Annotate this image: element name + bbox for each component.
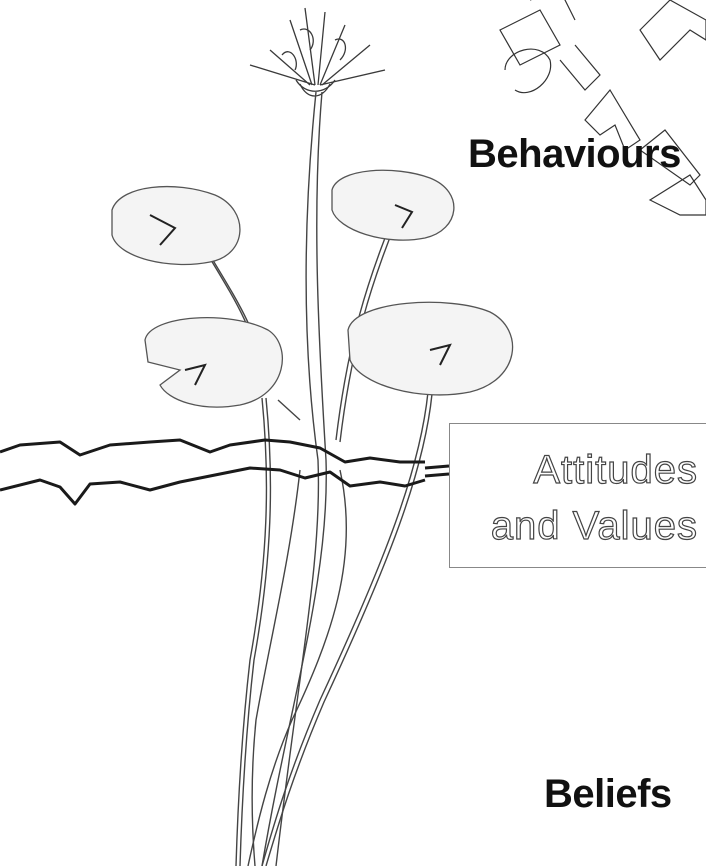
attitudes-label: Attitudes <box>533 448 698 493</box>
lily-pad-top-right <box>332 170 454 240</box>
lily-pads <box>112 170 513 407</box>
lily-flower <box>250 8 385 96</box>
lily-pad-top-left <box>112 187 240 265</box>
water-surface-lines <box>0 440 449 504</box>
behaviours-label: Behaviours <box>468 132 681 177</box>
attitudes-values-box: Attitudes and Values <box>449 423 706 568</box>
and-values-label: and Values <box>491 504 698 549</box>
lily-pad-mid-left <box>145 318 282 407</box>
watermark-fragment <box>500 0 706 215</box>
lily-pad-mid-right <box>348 302 513 395</box>
beliefs-label: Beliefs <box>544 772 672 817</box>
